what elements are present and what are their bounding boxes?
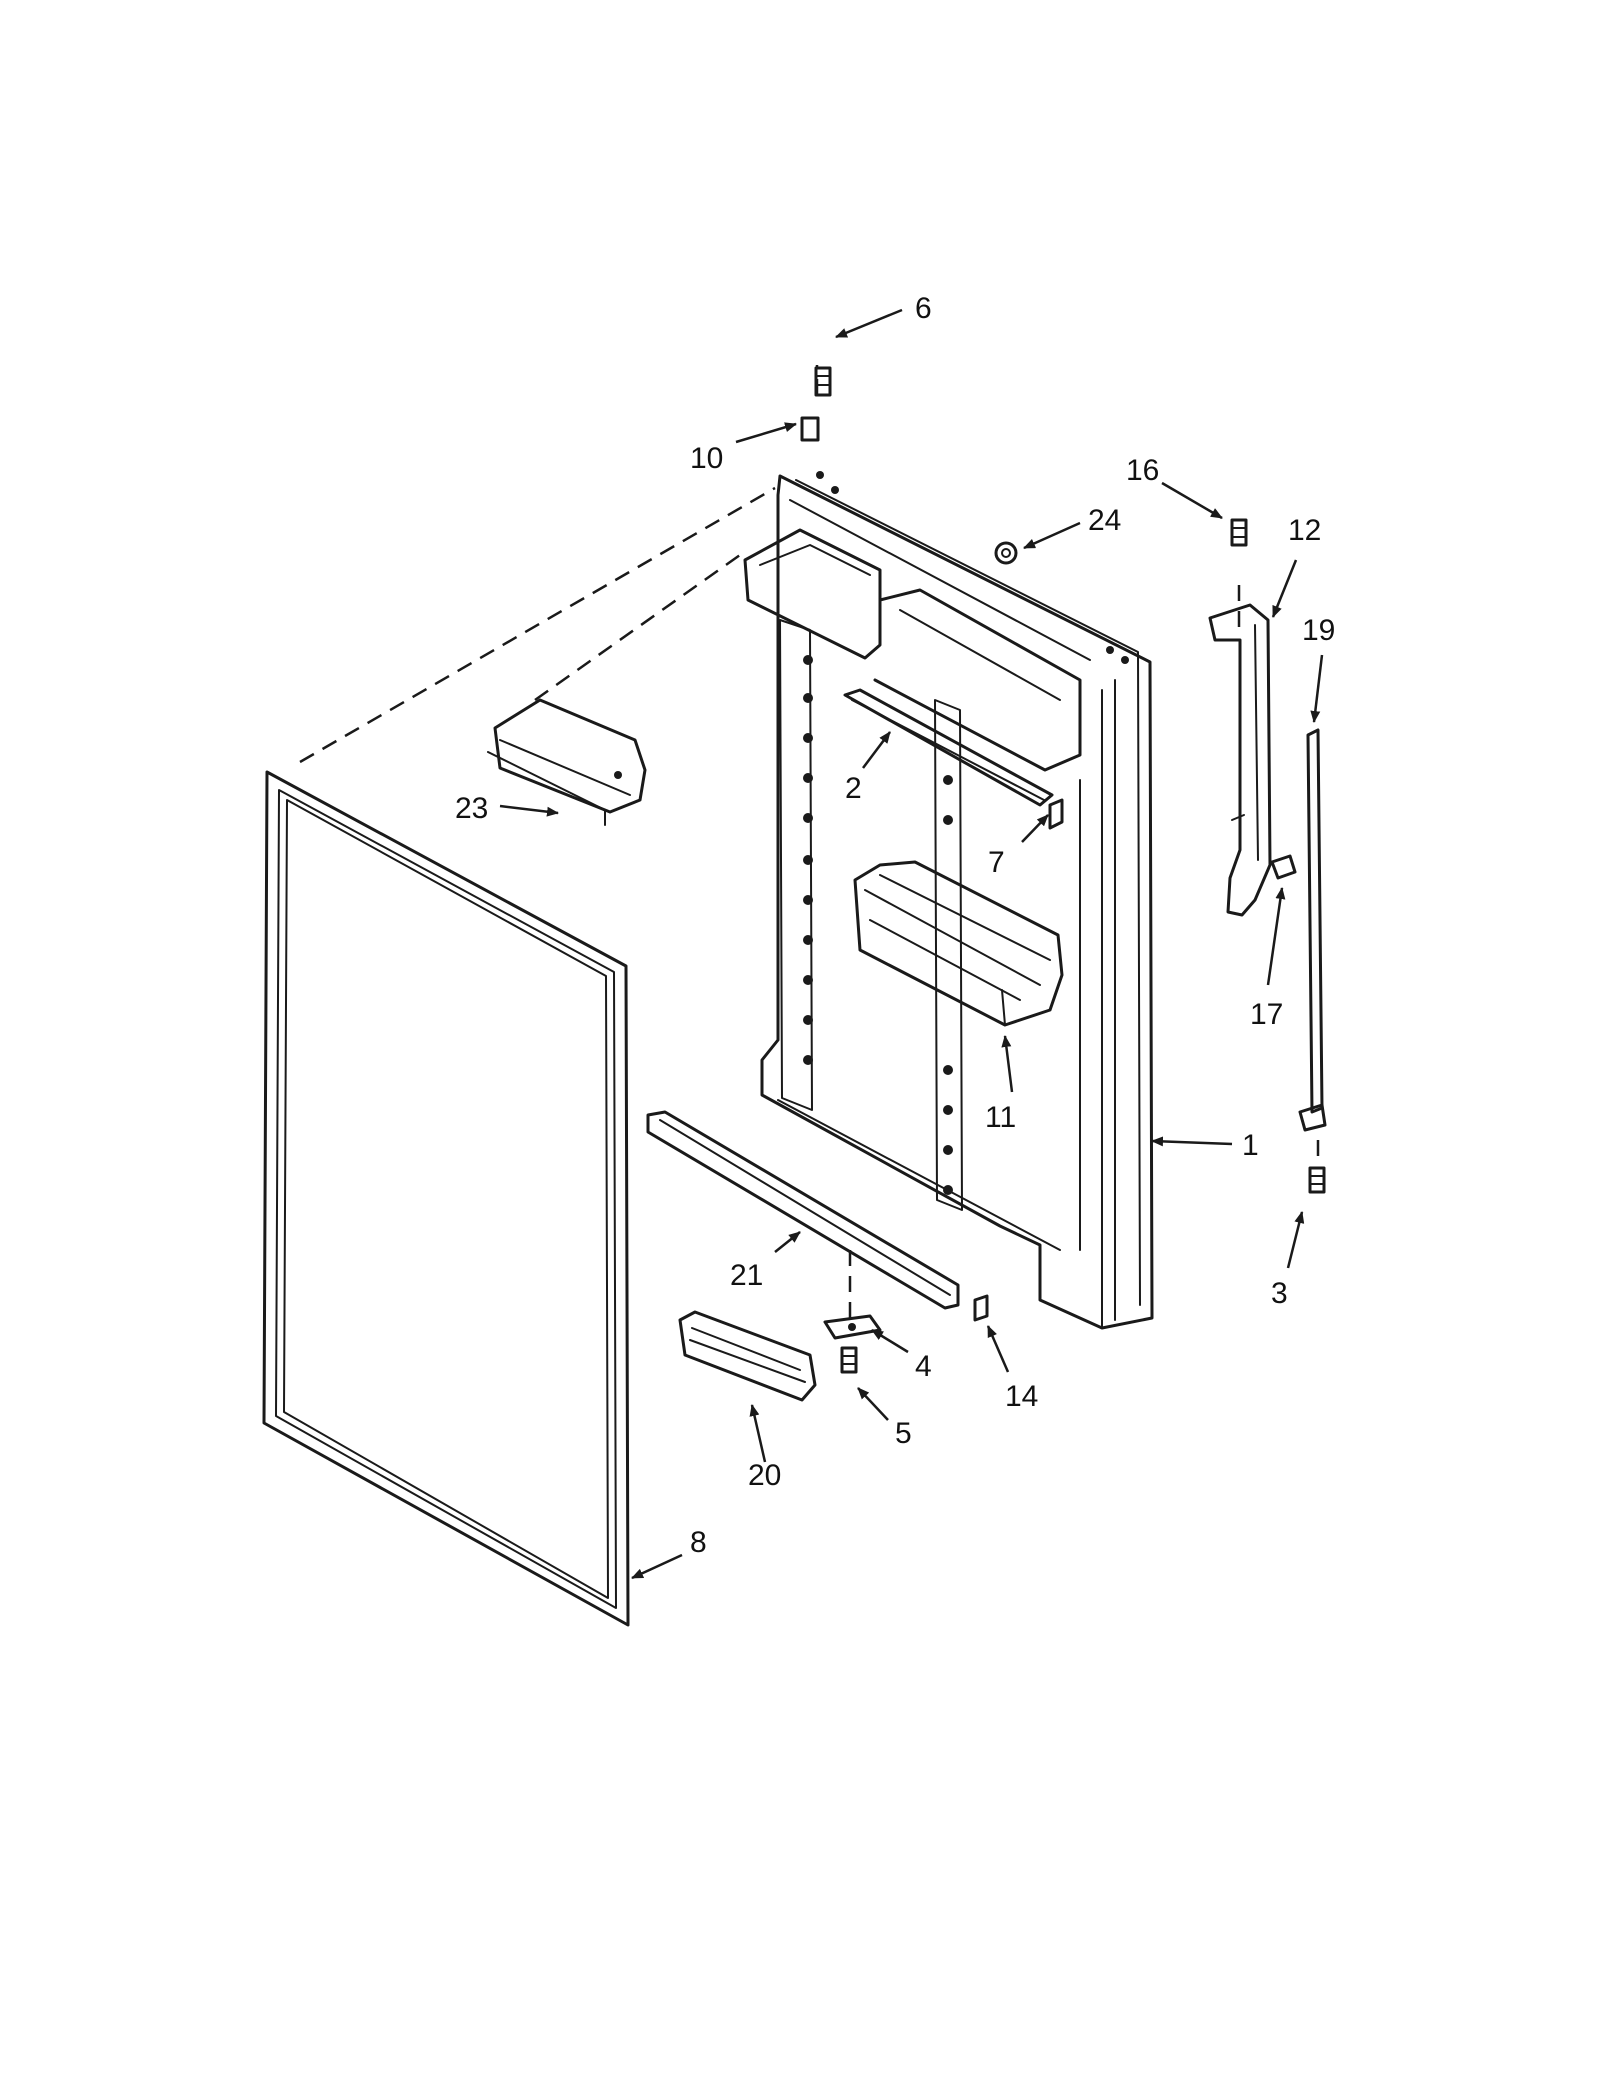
part-handle-trim (1298, 728, 1327, 1132)
callout-19: 19 (1302, 614, 1335, 723)
callout-8-label: 8 (690, 1526, 707, 1559)
callout-21: 21 (730, 1231, 801, 1292)
callout-4-label: 4 (915, 1350, 932, 1383)
part-door-gasket (262, 770, 630, 1627)
part-hinge-pin-bushing (800, 416, 820, 442)
part-bottom-retainer-bar (646, 1110, 960, 1310)
callout-5: 5 (857, 1387, 912, 1450)
part-handle-screw-top (1230, 518, 1248, 547)
callout-2-label: 2 (845, 772, 862, 805)
callout-16: 16 (1126, 454, 1223, 520)
callout-20-label: 20 (748, 1459, 781, 1492)
part-top-screw (814, 366, 832, 397)
callout-1-label: 1 (1242, 1129, 1259, 1162)
callout-7: 7 (988, 814, 1049, 879)
alignment-lines (299, 365, 1320, 1320)
callout-5-label: 5 (895, 1417, 912, 1450)
callout-17: 17 (1250, 887, 1286, 1031)
part-end-cap-7 (1048, 798, 1064, 830)
callout-7-label: 7 (988, 846, 1005, 879)
part-hinge-screw (840, 1346, 858, 1374)
callout-14: 14 (986, 1325, 1038, 1413)
part-plug (994, 541, 1018, 565)
callout-23: 23 (455, 792, 559, 825)
callout-24-label: 24 (1088, 504, 1121, 537)
callout-14-label: 14 (1005, 1380, 1038, 1413)
part-end-cap-14 (973, 1294, 989, 1322)
callout-11-label: 11 (985, 1101, 1016, 1134)
callout-19-label: 19 (1302, 614, 1335, 647)
callout-12-label: 12 (1288, 514, 1321, 547)
callout-2: 2 (845, 731, 891, 805)
callout-21-label: 21 (730, 1259, 763, 1292)
callout-4: 4 (871, 1328, 932, 1383)
part-door-bin (853, 860, 1064, 1027)
callout-6-label: 6 (915, 292, 932, 325)
callout-12: 12 (1271, 514, 1321, 618)
callout-11: 11 (985, 1035, 1016, 1134)
callout-10: 10 (690, 422, 797, 475)
callout-3: 3 (1271, 1211, 1305, 1310)
callout-8: 8 (631, 1526, 707, 1580)
callout-20: 20 (748, 1404, 781, 1492)
callout-17-label: 17 (1250, 998, 1283, 1031)
part-screw-3 (1308, 1166, 1326, 1194)
door-rail-slots (803, 471, 1129, 1195)
part-shelf-retainer-bar (843, 688, 1054, 807)
callout-3-label: 3 (1271, 1277, 1288, 1310)
callout-1: 1 (1151, 1129, 1259, 1162)
callout-6: 6 (835, 292, 932, 339)
callout-16-label: 16 (1126, 454, 1159, 487)
part-hinge (823, 1314, 882, 1340)
callout-24: 24 (1023, 504, 1121, 550)
callout-labels: 1 2 3 4 5 6 7 8 (455, 292, 1335, 1580)
callout-23-label: 23 (455, 792, 488, 825)
part-door-handle (1208, 603, 1272, 917)
callout-10-label: 10 (690, 442, 723, 475)
part-butter-compartment-door (487, 698, 647, 826)
part-handle-screw-bottom (1270, 854, 1297, 880)
part-bottom-trim (678, 1310, 817, 1402)
part-door-assembly (743, 471, 1154, 1330)
